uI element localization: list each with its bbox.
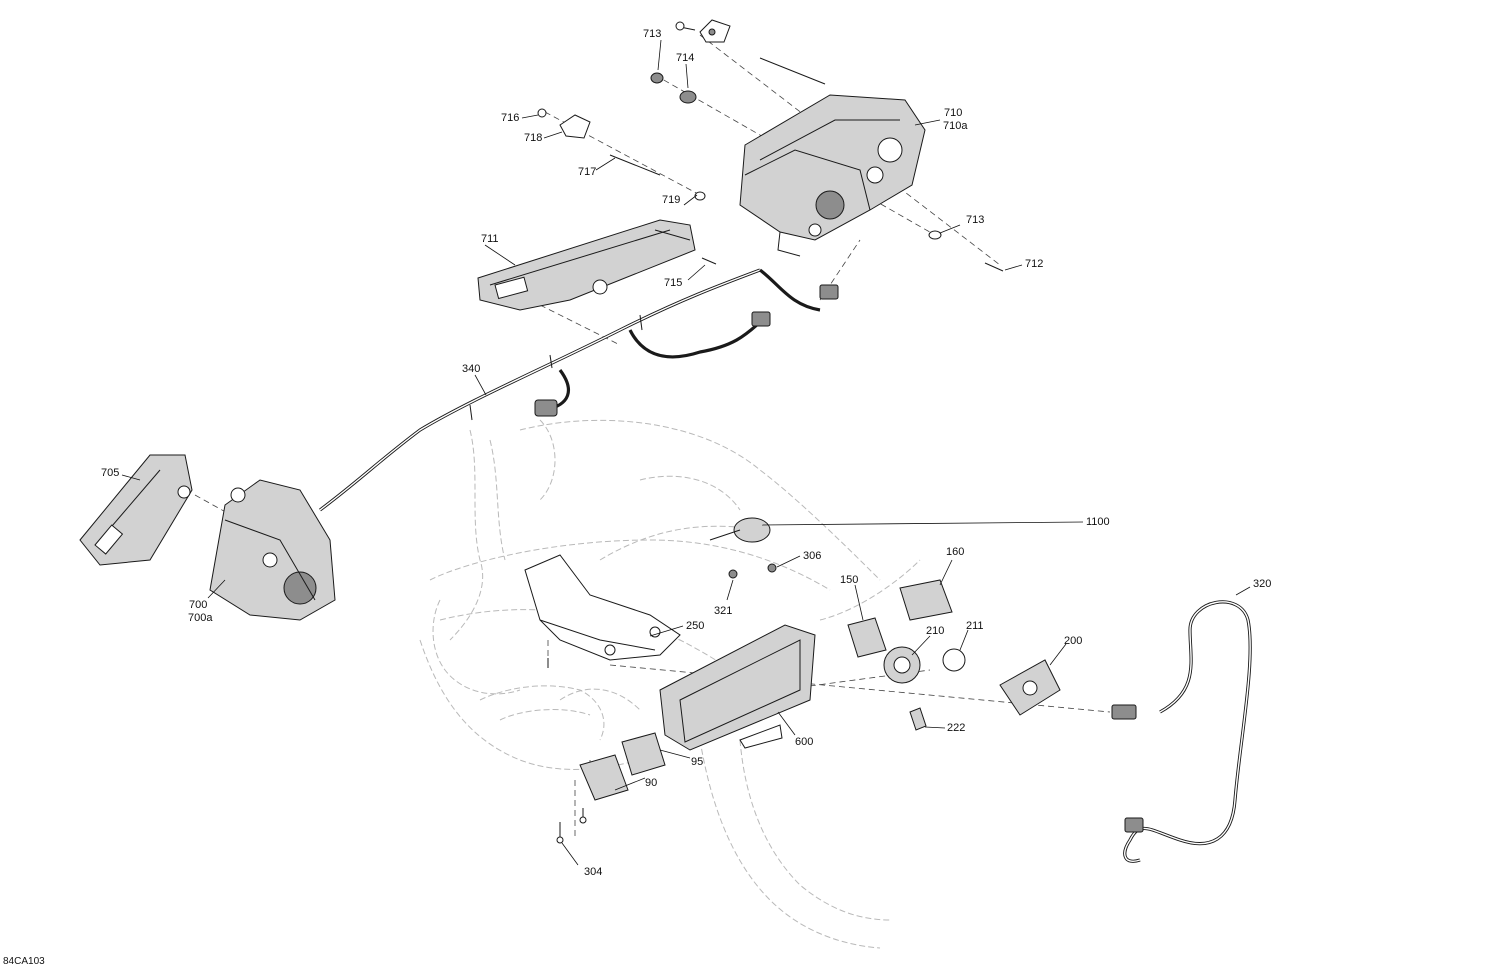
callout-250: 250 xyxy=(686,620,705,632)
callout-340: 340 xyxy=(462,363,481,375)
knob-210-211 xyxy=(883,646,966,684)
callout-200: 200 xyxy=(1064,635,1083,647)
callout-306: 306 xyxy=(803,550,822,562)
callout-1100: 1100 xyxy=(1086,516,1110,528)
callout-712: 712 xyxy=(1025,258,1044,270)
headlight-705 xyxy=(79,454,193,566)
callout-714: 714 xyxy=(676,52,695,64)
callout-700a: 700a xyxy=(188,612,213,624)
callout-222: 222 xyxy=(947,722,966,734)
mounting-hardware xyxy=(537,19,1004,272)
switch-95 xyxy=(621,732,666,776)
callout-715: 715 xyxy=(664,277,683,289)
light-bar-711 xyxy=(477,219,696,311)
callout-711: 711 xyxy=(481,233,499,245)
callout-710a: 710a xyxy=(943,120,968,132)
callout-320: 320 xyxy=(1253,578,1272,590)
headlight-housing-710 xyxy=(739,94,926,257)
callout-95: 95 xyxy=(691,756,704,768)
harness-320 xyxy=(1111,600,1252,863)
callout-304: 304 xyxy=(584,866,603,878)
callout-713: 713 xyxy=(643,28,662,40)
headlight-700 xyxy=(209,479,336,621)
leader-lines xyxy=(121,39,1251,866)
control-pad-200 xyxy=(999,659,1061,716)
connector-222 xyxy=(909,707,927,731)
screws-304 xyxy=(547,658,587,844)
callout-719: 719 xyxy=(662,194,681,206)
wiring-harness-340 xyxy=(319,268,839,512)
callout-705: 705 xyxy=(101,467,120,479)
callout-150: 150 xyxy=(840,574,859,586)
callout-713-b: 713 xyxy=(966,214,985,226)
callout-710: 710 xyxy=(944,107,963,119)
callout-160: 160 xyxy=(946,546,965,558)
callout-700: 700 xyxy=(189,599,208,611)
callout-600: 600 xyxy=(795,736,814,748)
callout-717: 717 xyxy=(578,166,597,178)
assembly-guide-lines xyxy=(194,34,1111,840)
callout-716: 716 xyxy=(501,112,520,124)
callout-321: 321 xyxy=(714,605,733,617)
switch-150 xyxy=(847,617,887,658)
switch-90 xyxy=(579,754,629,801)
vehicle-frame-outline xyxy=(419,419,921,949)
switch-160 xyxy=(899,579,953,621)
bracket-250 xyxy=(524,554,681,661)
callout-90: 90 xyxy=(645,777,658,789)
callout-210: 210 xyxy=(926,625,945,637)
instrument-cluster-600 xyxy=(659,624,816,751)
drawing-code: 84CA103 xyxy=(3,956,45,967)
callout-211: 211 xyxy=(966,620,984,632)
power-socket-1100 xyxy=(709,517,777,579)
callout-718: 718 xyxy=(524,132,543,144)
